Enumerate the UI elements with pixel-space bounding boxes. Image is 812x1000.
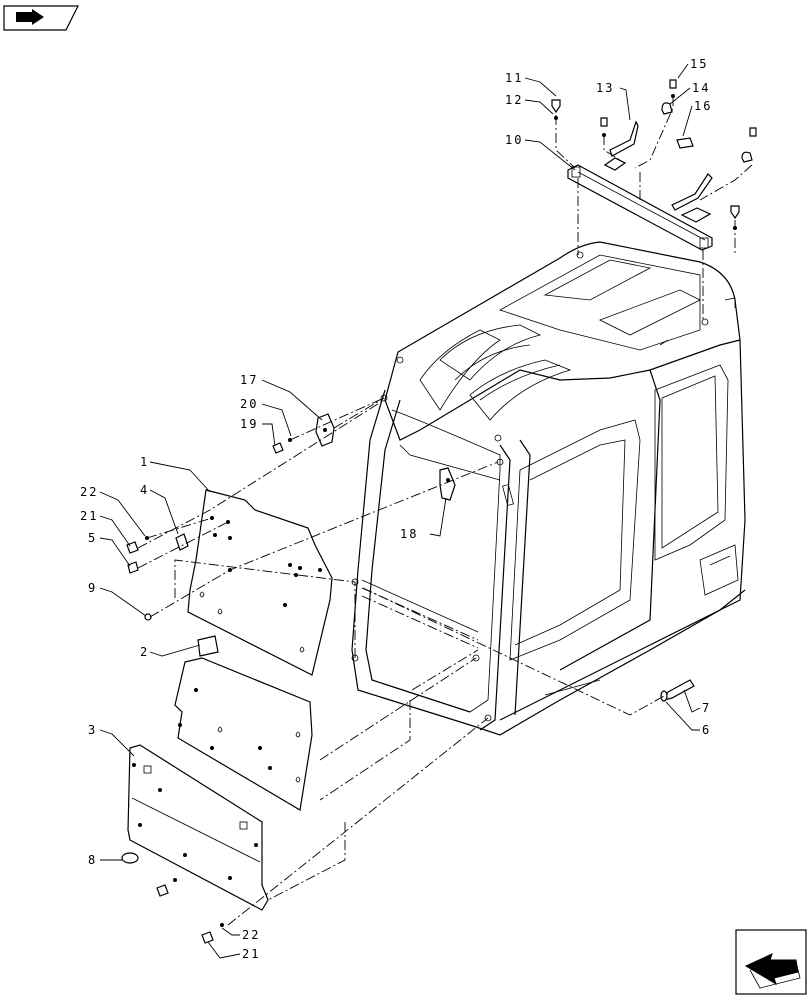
- callout-21: 21: [80, 509, 98, 523]
- callout-6: 6: [702, 723, 711, 737]
- callout-1: 1: [140, 455, 149, 469]
- callout-14: 14: [692, 81, 710, 95]
- callout-2: 2: [140, 645, 149, 659]
- callout-11: 11: [505, 71, 523, 85]
- panel-part-3: [127, 744, 269, 911]
- callout-20: 20: [240, 397, 258, 411]
- bracket-part-17: [315, 413, 335, 447]
- top-bar-assembly: [551, 79, 757, 251]
- callout-18: 18: [400, 527, 418, 541]
- callout-19: 19: [240, 417, 258, 431]
- panel-part-1: [187, 489, 333, 676]
- book-arrow-icon[interactable]: [3, 5, 79, 31]
- callout-labels: 11 12 13 15 14 16 10 17 20 19 1 22 4 21 …: [80, 57, 712, 961]
- callout-8: 8: [88, 853, 97, 867]
- callout-13: 13: [596, 81, 614, 95]
- assembly-lines-left: [137, 397, 665, 926]
- cab-body: [351, 241, 746, 736]
- callout-17: 17: [240, 373, 258, 387]
- callout-16: 16: [694, 99, 712, 113]
- next-page-arrow-icon[interactable]: [735, 929, 807, 995]
- fasteners: [121, 438, 695, 944]
- callout-21-bottom: 21: [242, 947, 260, 961]
- callout-12: 12: [505, 93, 523, 107]
- callout-15: 15: [690, 57, 708, 71]
- panel-part-2: [174, 635, 313, 811]
- leader-lines: [99, 63, 701, 959]
- callout-3: 3: [88, 723, 97, 737]
- callout-5: 5: [88, 531, 97, 545]
- callout-7: 7: [702, 701, 711, 715]
- callout-9: 9: [88, 581, 97, 595]
- callout-22-bottom: 22: [242, 928, 260, 942]
- callout-22: 22: [80, 485, 98, 499]
- callout-10: 10: [505, 133, 523, 147]
- bracket-part-18: [439, 467, 456, 501]
- callout-4: 4: [140, 483, 149, 497]
